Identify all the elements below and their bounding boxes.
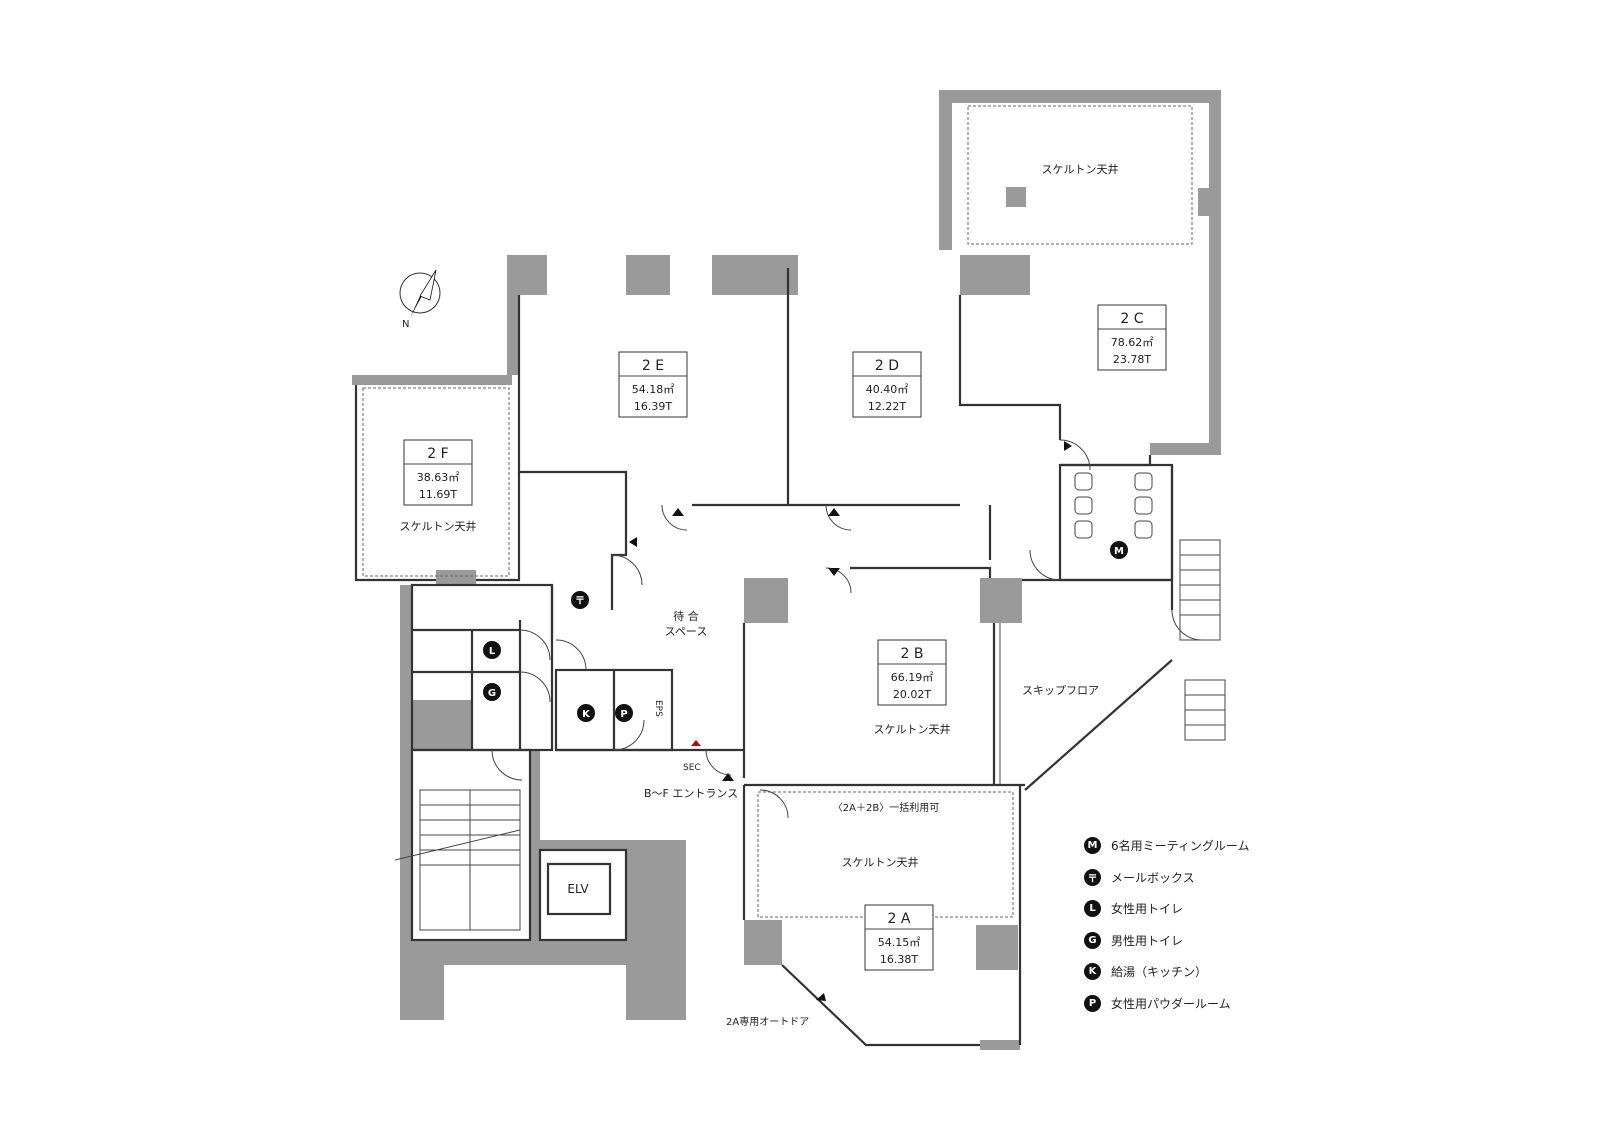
legend-badge: L — [1084, 900, 1101, 918]
room-2f-label: 2 F — [427, 446, 448, 462]
legend-badge: 〒 — [1084, 868, 1101, 886]
north-label: N — [402, 319, 409, 330]
legend-badge: K — [1084, 963, 1101, 981]
room-2d-label: 2 D — [875, 358, 899, 374]
legend-text: 女性用パウダールーム — [1111, 996, 1231, 1011]
legend-item: M 6名用ミーティングルーム — [1084, 830, 1324, 862]
badge-g: G — [488, 688, 496, 699]
room-2f: 2 F 38.63㎡ 11.69T — [403, 439, 473, 506]
legend-text: 男性用トイレ — [1111, 933, 1184, 948]
elevator-label: ELV — [567, 882, 589, 896]
room-2a-label: 2 A — [888, 911, 911, 927]
room-2b-tsubo: 20.02T — [893, 688, 931, 701]
room-2a: 2 A 54.15㎡ 16.38T — [864, 904, 934, 971]
room-2e-label: 2 E — [642, 358, 664, 374]
room-2b-area: 66.19㎡ — [891, 671, 934, 684]
room-2d: 2 D 40.40㎡ 12.22T — [852, 351, 922, 418]
area-labels: スケルトン天井 スケルトン天井 スケルトン天井 スケルトン天井 待 合 スペース… — [400, 162, 1119, 1028]
doors — [491, 439, 1203, 819]
stairs — [394, 539, 1226, 931]
auto-door-label: 2A専用オートドア — [726, 1016, 809, 1028]
legend-item: P 女性用パウダールーム — [1084, 988, 1324, 1020]
badge-l: L — [489, 646, 496, 657]
room-2d-tsubo: 12.22T — [868, 400, 906, 413]
legend-item: 〒 メールボックス — [1084, 862, 1324, 894]
legend-text: メールボックス — [1111, 870, 1195, 885]
room-2c-tsubo: 23.78T — [1113, 353, 1151, 366]
room-2a-tsubo: 16.38T — [880, 953, 918, 966]
skip-floor-label: スキップフロア — [1022, 684, 1099, 697]
skeleton-ceiling-2a: スケルトン天井 — [842, 855, 919, 869]
legend-text: 女性用トイレ — [1111, 902, 1184, 917]
room-2b: 2 B 66.19㎡ 20.02T — [877, 639, 947, 706]
entrance-label: B〜F エントランス — [644, 787, 738, 800]
meeting-chairs — [1074, 472, 1153, 539]
north-compass: N — [399, 269, 441, 330]
badge-mail: 〒 — [575, 595, 585, 607]
structural-walls — [352, 90, 1221, 1050]
elevator-car — [546, 862, 612, 916]
badge-k: K — [582, 709, 591, 720]
door-markers — [629, 441, 1072, 1001]
badge-p: P — [620, 709, 627, 720]
legend-item: K 給湯（キッチン） — [1084, 956, 1324, 988]
waiting-space-line2: スペース — [665, 625, 708, 638]
skeleton-ceiling-2f: スケルトン天井 — [400, 519, 477, 533]
room-2d-area: 40.40㎡ — [866, 383, 909, 396]
skeleton-ceiling-outlines — [362, 105, 1193, 918]
room-2e-area: 54.18㎡ — [632, 383, 675, 396]
skeleton-ceiling-2c: スケルトン天井 — [1042, 162, 1119, 176]
wall-lines — [354, 268, 1174, 1047]
room-2c: 2 C 78.62㎡ 23.78T — [1097, 304, 1167, 371]
room-2f-tsubo: 11.69T — [419, 488, 457, 501]
waiting-space-line1: 待 合 — [673, 609, 699, 623]
room-2c-area: 78.62㎡ — [1111, 336, 1154, 349]
legend-badge: P — [1084, 994, 1101, 1012]
legend: M 6名用ミーティングルーム 〒 メールボックス L 女性用トイレ G 男性用ト… — [1084, 830, 1324, 1019]
room-2a-area: 54.15㎡ — [878, 936, 921, 949]
badge-m: M — [1114, 546, 1124, 557]
legend-text: 給湯（キッチン） — [1111, 965, 1208, 980]
legend-item: L 女性用トイレ — [1084, 893, 1324, 925]
sec-label: SEC — [683, 763, 701, 773]
room-2b-label: 2 B — [901, 646, 924, 662]
legend-badge: G — [1084, 931, 1101, 949]
room-2f-area: 38.63㎡ — [417, 471, 460, 484]
room-2e-tsubo: 16.39T — [634, 400, 672, 413]
room-2c-label: 2 C — [1120, 311, 1143, 327]
plan-badges: M 〒 L G K P — [483, 541, 1128, 722]
eps-label: EPS — [653, 700, 663, 717]
room-2e: 2 E 54.18㎡ 16.39T — [618, 351, 688, 418]
skeleton-ceiling-2b: スケルトン天井 — [874, 722, 951, 736]
combined-use-label: 〈2A＋2B〉一括利用可 — [833, 801, 939, 814]
legend-text: 6名用ミーティングルーム — [1111, 839, 1250, 854]
legend-item: G 男性用トイレ — [1084, 925, 1324, 957]
legend-badge: M — [1084, 837, 1101, 855]
